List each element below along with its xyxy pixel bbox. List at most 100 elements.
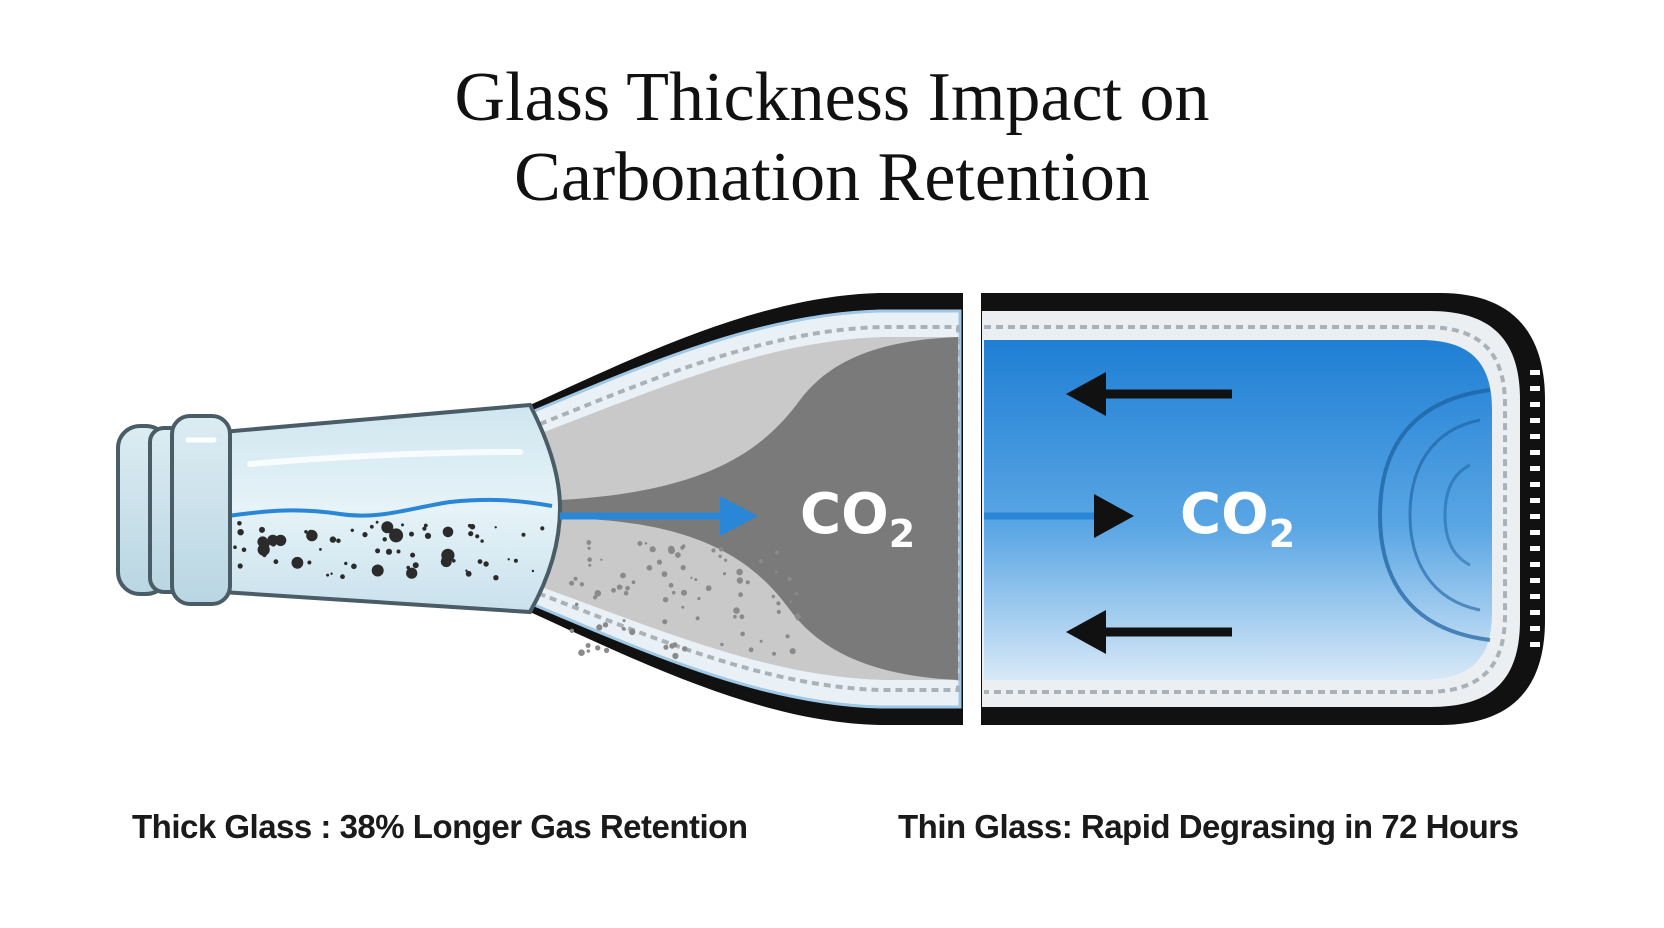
speckle xyxy=(623,590,629,596)
bubble xyxy=(326,573,330,577)
speckle xyxy=(620,572,626,579)
speckle xyxy=(718,554,722,558)
bubble xyxy=(371,564,384,577)
rib xyxy=(1530,578,1540,583)
thick-glass-speckles xyxy=(569,540,801,660)
speckle xyxy=(587,546,591,550)
speckle xyxy=(578,649,585,656)
speckle xyxy=(776,609,781,615)
speckle xyxy=(796,617,800,621)
title-line-1: Glass Thickness Impact on xyxy=(454,59,1210,136)
thin-glass-caption: Thin Glass: Rapid Degrasing in 72 Hours xyxy=(898,808,1519,845)
thick-glass-section xyxy=(530,293,964,725)
bubble xyxy=(262,552,267,558)
bottle-punt xyxy=(1377,388,1491,642)
speckle xyxy=(745,580,750,585)
rib xyxy=(1530,642,1540,647)
speckle xyxy=(733,607,740,614)
speckle xyxy=(680,565,686,571)
neck-highlight xyxy=(247,449,523,467)
speckle xyxy=(569,628,575,633)
speckle xyxy=(663,644,669,650)
rib xyxy=(1530,594,1540,599)
page-title: Glass Thickness Impact on Carbonation Re… xyxy=(0,58,1664,218)
rib xyxy=(1530,434,1540,439)
bubble xyxy=(406,565,411,570)
bubble xyxy=(441,548,455,562)
speckle xyxy=(787,576,792,582)
speckle xyxy=(656,559,663,565)
bubble xyxy=(291,556,304,569)
bubble xyxy=(362,532,368,538)
speckle xyxy=(711,548,716,553)
rib xyxy=(1530,626,1540,631)
rib xyxy=(1530,418,1540,423)
bubble xyxy=(465,570,472,577)
speckle xyxy=(682,646,688,652)
bubble xyxy=(375,520,379,524)
speckle xyxy=(724,558,728,562)
speckle xyxy=(668,545,675,553)
bubble xyxy=(306,529,318,542)
bubble xyxy=(465,569,468,572)
speckle xyxy=(748,647,754,653)
speckle xyxy=(795,591,799,596)
thick-glass-co2-label: CO2 xyxy=(800,482,915,556)
speckle xyxy=(694,578,698,582)
speckle xyxy=(774,570,778,573)
speckle xyxy=(794,613,801,620)
bubble xyxy=(424,532,432,540)
bubble xyxy=(241,547,247,553)
speckle xyxy=(736,568,743,576)
thick-glass-flow-arrow xyxy=(560,496,758,536)
speckle xyxy=(705,585,712,592)
rib xyxy=(1530,402,1540,407)
speckle xyxy=(675,552,681,558)
speckle xyxy=(649,546,656,553)
speckle xyxy=(646,565,653,571)
speckle xyxy=(681,605,685,609)
rib xyxy=(1530,530,1540,535)
bubble xyxy=(340,574,345,580)
bubble xyxy=(274,534,287,547)
bottle-punt-inner xyxy=(1408,418,1481,612)
bubble xyxy=(406,567,418,579)
bubble xyxy=(521,532,526,537)
speckle xyxy=(596,624,603,631)
speckle xyxy=(680,545,685,550)
bubble xyxy=(452,559,456,563)
speckle xyxy=(574,602,579,607)
speckle xyxy=(585,643,591,648)
bubble xyxy=(410,552,416,558)
rib xyxy=(1530,466,1540,471)
bubble xyxy=(389,528,404,543)
bubble xyxy=(494,526,497,529)
speckle xyxy=(573,576,578,581)
rib xyxy=(1530,386,1540,391)
rib xyxy=(1530,498,1540,503)
speckle xyxy=(668,582,674,588)
section-divider xyxy=(963,285,981,735)
speckle xyxy=(771,594,775,599)
speckle xyxy=(759,559,763,564)
thick-glass-caption: Thick Glass : 38% Longer Gas Retention xyxy=(132,808,748,845)
bubble xyxy=(469,523,476,530)
bubble xyxy=(396,549,401,554)
bubble xyxy=(531,569,535,573)
liquid-bubbles xyxy=(233,520,545,581)
speckle xyxy=(722,572,727,576)
thin-glass-arrow-top-head xyxy=(1066,372,1106,416)
bubble xyxy=(507,558,510,561)
bubble xyxy=(477,559,483,564)
bubble xyxy=(319,548,322,551)
bubble xyxy=(423,523,428,528)
bubble xyxy=(330,572,333,575)
speckle xyxy=(697,596,701,601)
speckle xyxy=(672,652,679,660)
speckle xyxy=(759,639,763,643)
bubble xyxy=(480,539,484,543)
bubble xyxy=(237,563,243,569)
bottle-neck xyxy=(116,402,563,615)
bubble xyxy=(493,575,499,581)
